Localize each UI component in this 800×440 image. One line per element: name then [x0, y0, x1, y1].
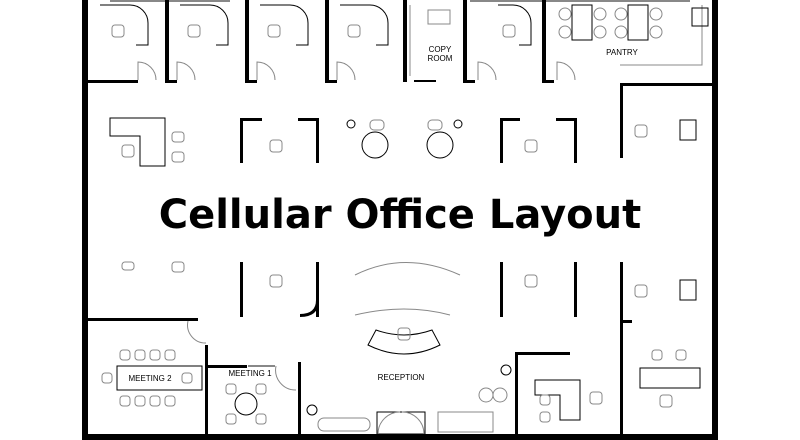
page-title: Cellular Office Layout — [159, 192, 642, 238]
middle-area — [109, 95, 697, 322]
copy-room-label: COPY — [429, 45, 452, 54]
top-offices: COPY ROOM PANTRY — [88, 0, 712, 158]
copy-room-label-2: ROOM — [428, 54, 453, 63]
outer-walls — [82, 0, 718, 440]
bottom-rooms: MEETING 2 MEETING 1 RECEPTION — [88, 318, 701, 440]
reception-label: RECEPTION — [378, 373, 425, 382]
meeting-2-label: MEETING 2 — [128, 374, 172, 383]
meeting-1-label: MEETING 1 — [228, 369, 272, 378]
pantry-label: PANTRY — [606, 48, 638, 57]
